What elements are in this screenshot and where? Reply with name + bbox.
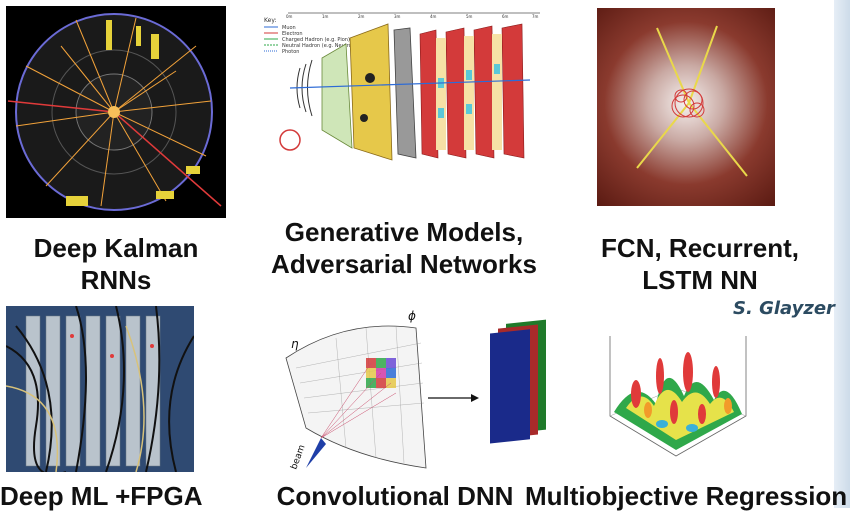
calorimeter-cnn-diagram: η ϕ beam xyxy=(276,308,556,474)
scale-tick: 1m xyxy=(322,14,329,19)
caption-line: Convolutional DNN xyxy=(276,481,514,511)
regression-surface-plot xyxy=(596,316,760,468)
eta-label: η xyxy=(291,337,299,351)
phi-label: ϕ xyxy=(408,309,416,323)
scale-tick: 0m xyxy=(286,14,293,19)
caption-line: RNNs xyxy=(80,265,152,295)
scale-tick: 5m xyxy=(466,14,473,19)
detector-slice-image: Key: Muon Electron Charged Hadron (e.g. … xyxy=(260,8,548,176)
caption-line: FCN, Recurrent, xyxy=(601,233,799,263)
particle-jet-image xyxy=(597,8,775,206)
caption-deep-ml-fpga: Deep ML +FPGA xyxy=(0,480,203,512)
caption-line: Deep Kalman xyxy=(33,233,199,263)
legend-item: Charged Hadron (e.g. Pion) xyxy=(282,37,350,43)
author-credit: S. Glayzer xyxy=(733,298,835,319)
scale-tick: 4m xyxy=(430,14,437,19)
caption-line: Generative Models, xyxy=(284,217,524,247)
legend-item: Neutral Hadron (e.g. Neutron) xyxy=(282,43,357,49)
legend-item: Photon xyxy=(282,49,299,55)
caption-line: Deep ML +FPGA xyxy=(0,481,203,511)
scale-tick: 7m xyxy=(532,14,539,19)
caption-fcn-recurrent: FCN, Recurrent, LSTM NN xyxy=(590,232,810,296)
scale-tick: 2m xyxy=(358,14,365,19)
beam-label: beam xyxy=(289,444,307,471)
caption-multiobjective-regression: Multiobjective Regression xyxy=(525,480,848,512)
caption-line: LSTM NN xyxy=(642,265,758,295)
scale-tick: 3m xyxy=(394,14,401,19)
legend-key-label: Key: xyxy=(264,17,276,24)
caption-deep-kalman: Deep Kalman RNNs xyxy=(6,232,226,296)
caption-line: Adversarial Networks xyxy=(271,249,537,279)
event-display-image xyxy=(6,6,226,218)
caption-line: Multiobjective Regression xyxy=(525,481,848,511)
slide-edge-strip xyxy=(834,0,850,508)
caption-convolutional-dnn: Convolutional DNN xyxy=(270,480,520,512)
legend-item: Electron xyxy=(282,31,303,37)
scale-tick: 6m xyxy=(502,14,509,19)
legend-item: Muon xyxy=(282,25,296,31)
fpga-rack-image xyxy=(6,306,194,472)
caption-generative-models: Generative Models, Adversarial Networks xyxy=(250,216,558,280)
